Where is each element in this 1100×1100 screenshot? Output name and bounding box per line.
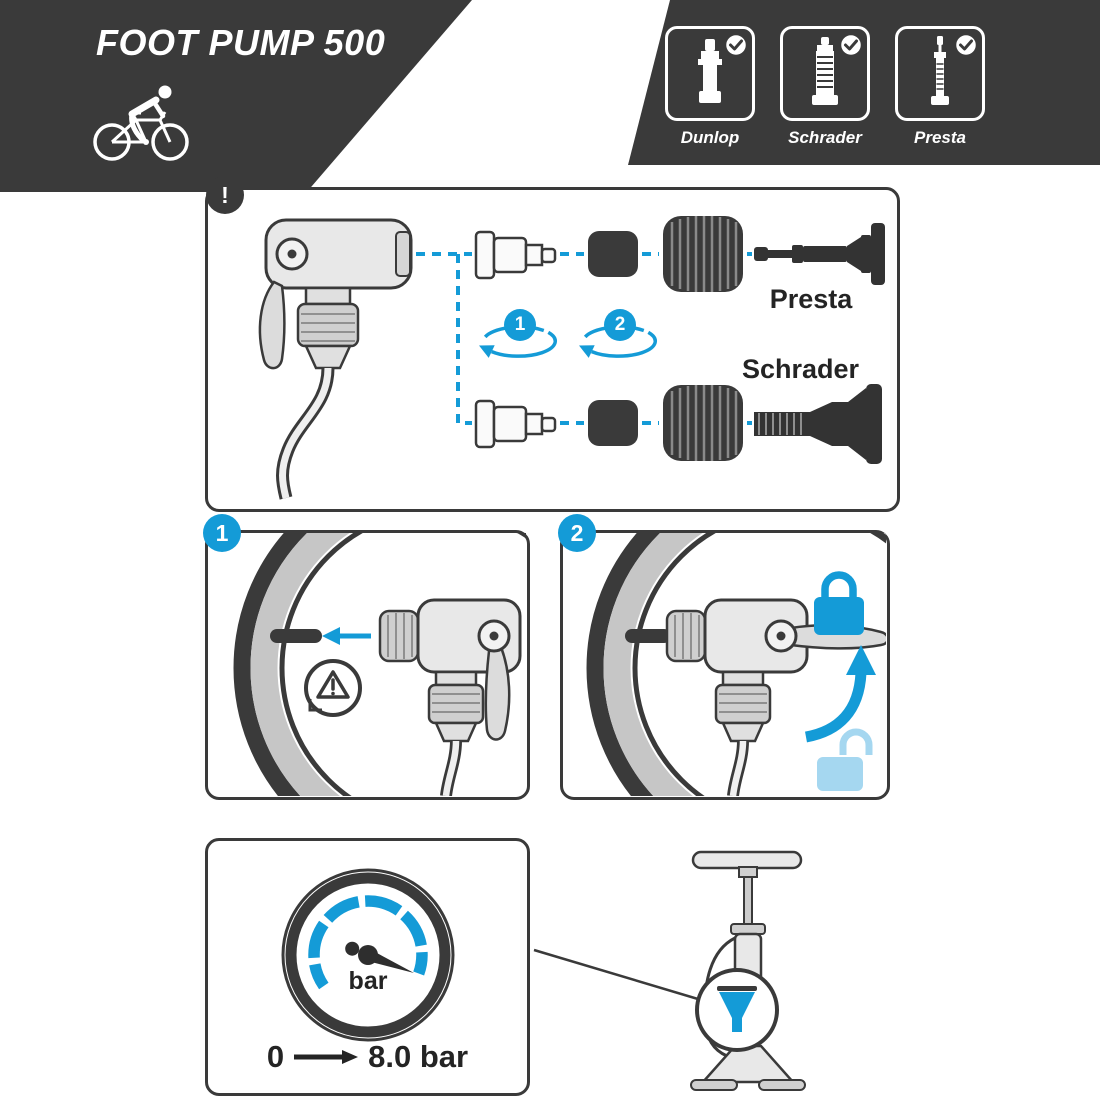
rotate-step-badge-1: 1: [504, 309, 536, 341]
pump-head-illustration: [665, 598, 886, 796]
step-badge-1: 1: [203, 514, 241, 552]
wheel-rim-illustration: [586, 533, 886, 796]
presta-valve-icon: [931, 36, 949, 105]
step-panel-1: [205, 530, 530, 800]
valve-tile-schrader: [780, 26, 870, 121]
check-badge-icon: [838, 32, 864, 58]
valve-label-presta: Presta: [914, 128, 966, 147]
knurled-cap-top: [663, 216, 743, 292]
range-arrow-icon: [294, 1050, 359, 1064]
page-title: FOOT PUMP 500: [96, 22, 386, 63]
adapter-assembly-panel: 1 2 Presta Schrader: [205, 187, 900, 512]
adapter-assembly-illustration: [258, 216, 885, 500]
tyre-valve-stub: [270, 629, 322, 643]
tyre-valve-stub: [625, 629, 671, 643]
range-to: 8.0 bar: [368, 1039, 469, 1074]
adapter-part-top: [474, 230, 557, 280]
valve-label-schrader: Schrader: [788, 128, 862, 147]
schrader-valve-illustration: [754, 384, 882, 464]
rotate-step-badge-2: 2: [604, 309, 636, 341]
adapter-part-bottom: [474, 399, 557, 449]
gauge-unit-label: bar: [348, 967, 388, 995]
gauge-scale-arc: [308, 895, 428, 990]
presta-valve-illustration: [754, 223, 885, 285]
rotate-arrowhead: [479, 345, 495, 358]
floor-pump-illustration: [690, 850, 806, 1091]
valve-tile-dunlop: [665, 26, 755, 121]
valve-compatibility-band: Dunlop Schrader: [628, 0, 1100, 165]
rubber-seal-bottom: [588, 400, 638, 446]
gauge-needle: [345, 941, 414, 973]
rubber-seal-top: [588, 231, 638, 277]
lock-closed-icon: [814, 571, 864, 635]
wheel-rim-illustration: [233, 533, 526, 796]
cyclist-icon: [93, 85, 189, 161]
pump-head-illustration: [258, 218, 413, 500]
warning-triangle-icon: [304, 659, 362, 717]
presta-label: Presta: [769, 284, 853, 314]
callout-connector-line: [533, 948, 709, 1004]
alert-badge: !: [206, 176, 244, 214]
lock-open-icon: [817, 728, 873, 791]
pressure-range: 0 8.0 bar: [208, 1039, 527, 1075]
lift-arrow-icon: [804, 645, 876, 743]
step-1-illustration: [233, 533, 526, 796]
step-2-illustration: [586, 533, 886, 796]
rotate-arrowhead: [579, 345, 595, 358]
schrader-valve-icon: [812, 37, 838, 105]
gauge-highlight-circle: [695, 968, 779, 1052]
valve-tile-presta: [895, 26, 985, 121]
assembly-dashed-line: [416, 252, 752, 425]
check-badge-icon: [953, 32, 979, 58]
knurled-cap-bottom: [663, 385, 743, 461]
insert-arrow-icon: [322, 627, 371, 645]
step-panel-2: [560, 530, 890, 800]
check-badge-icon: [723, 32, 749, 58]
pump-head-illustration: [378, 598, 522, 796]
step-badge-2: 2: [558, 514, 596, 552]
valve-label-dunlop: Dunlop: [680, 128, 740, 147]
range-from: 0: [266, 1039, 285, 1074]
gauge-panel: bar 0 8.0 bar: [205, 838, 530, 1096]
schrader-label: Schrader: [741, 354, 860, 384]
dunlop-valve-icon: [698, 39, 722, 103]
pressure-gauge-illustration: [281, 868, 455, 1042]
